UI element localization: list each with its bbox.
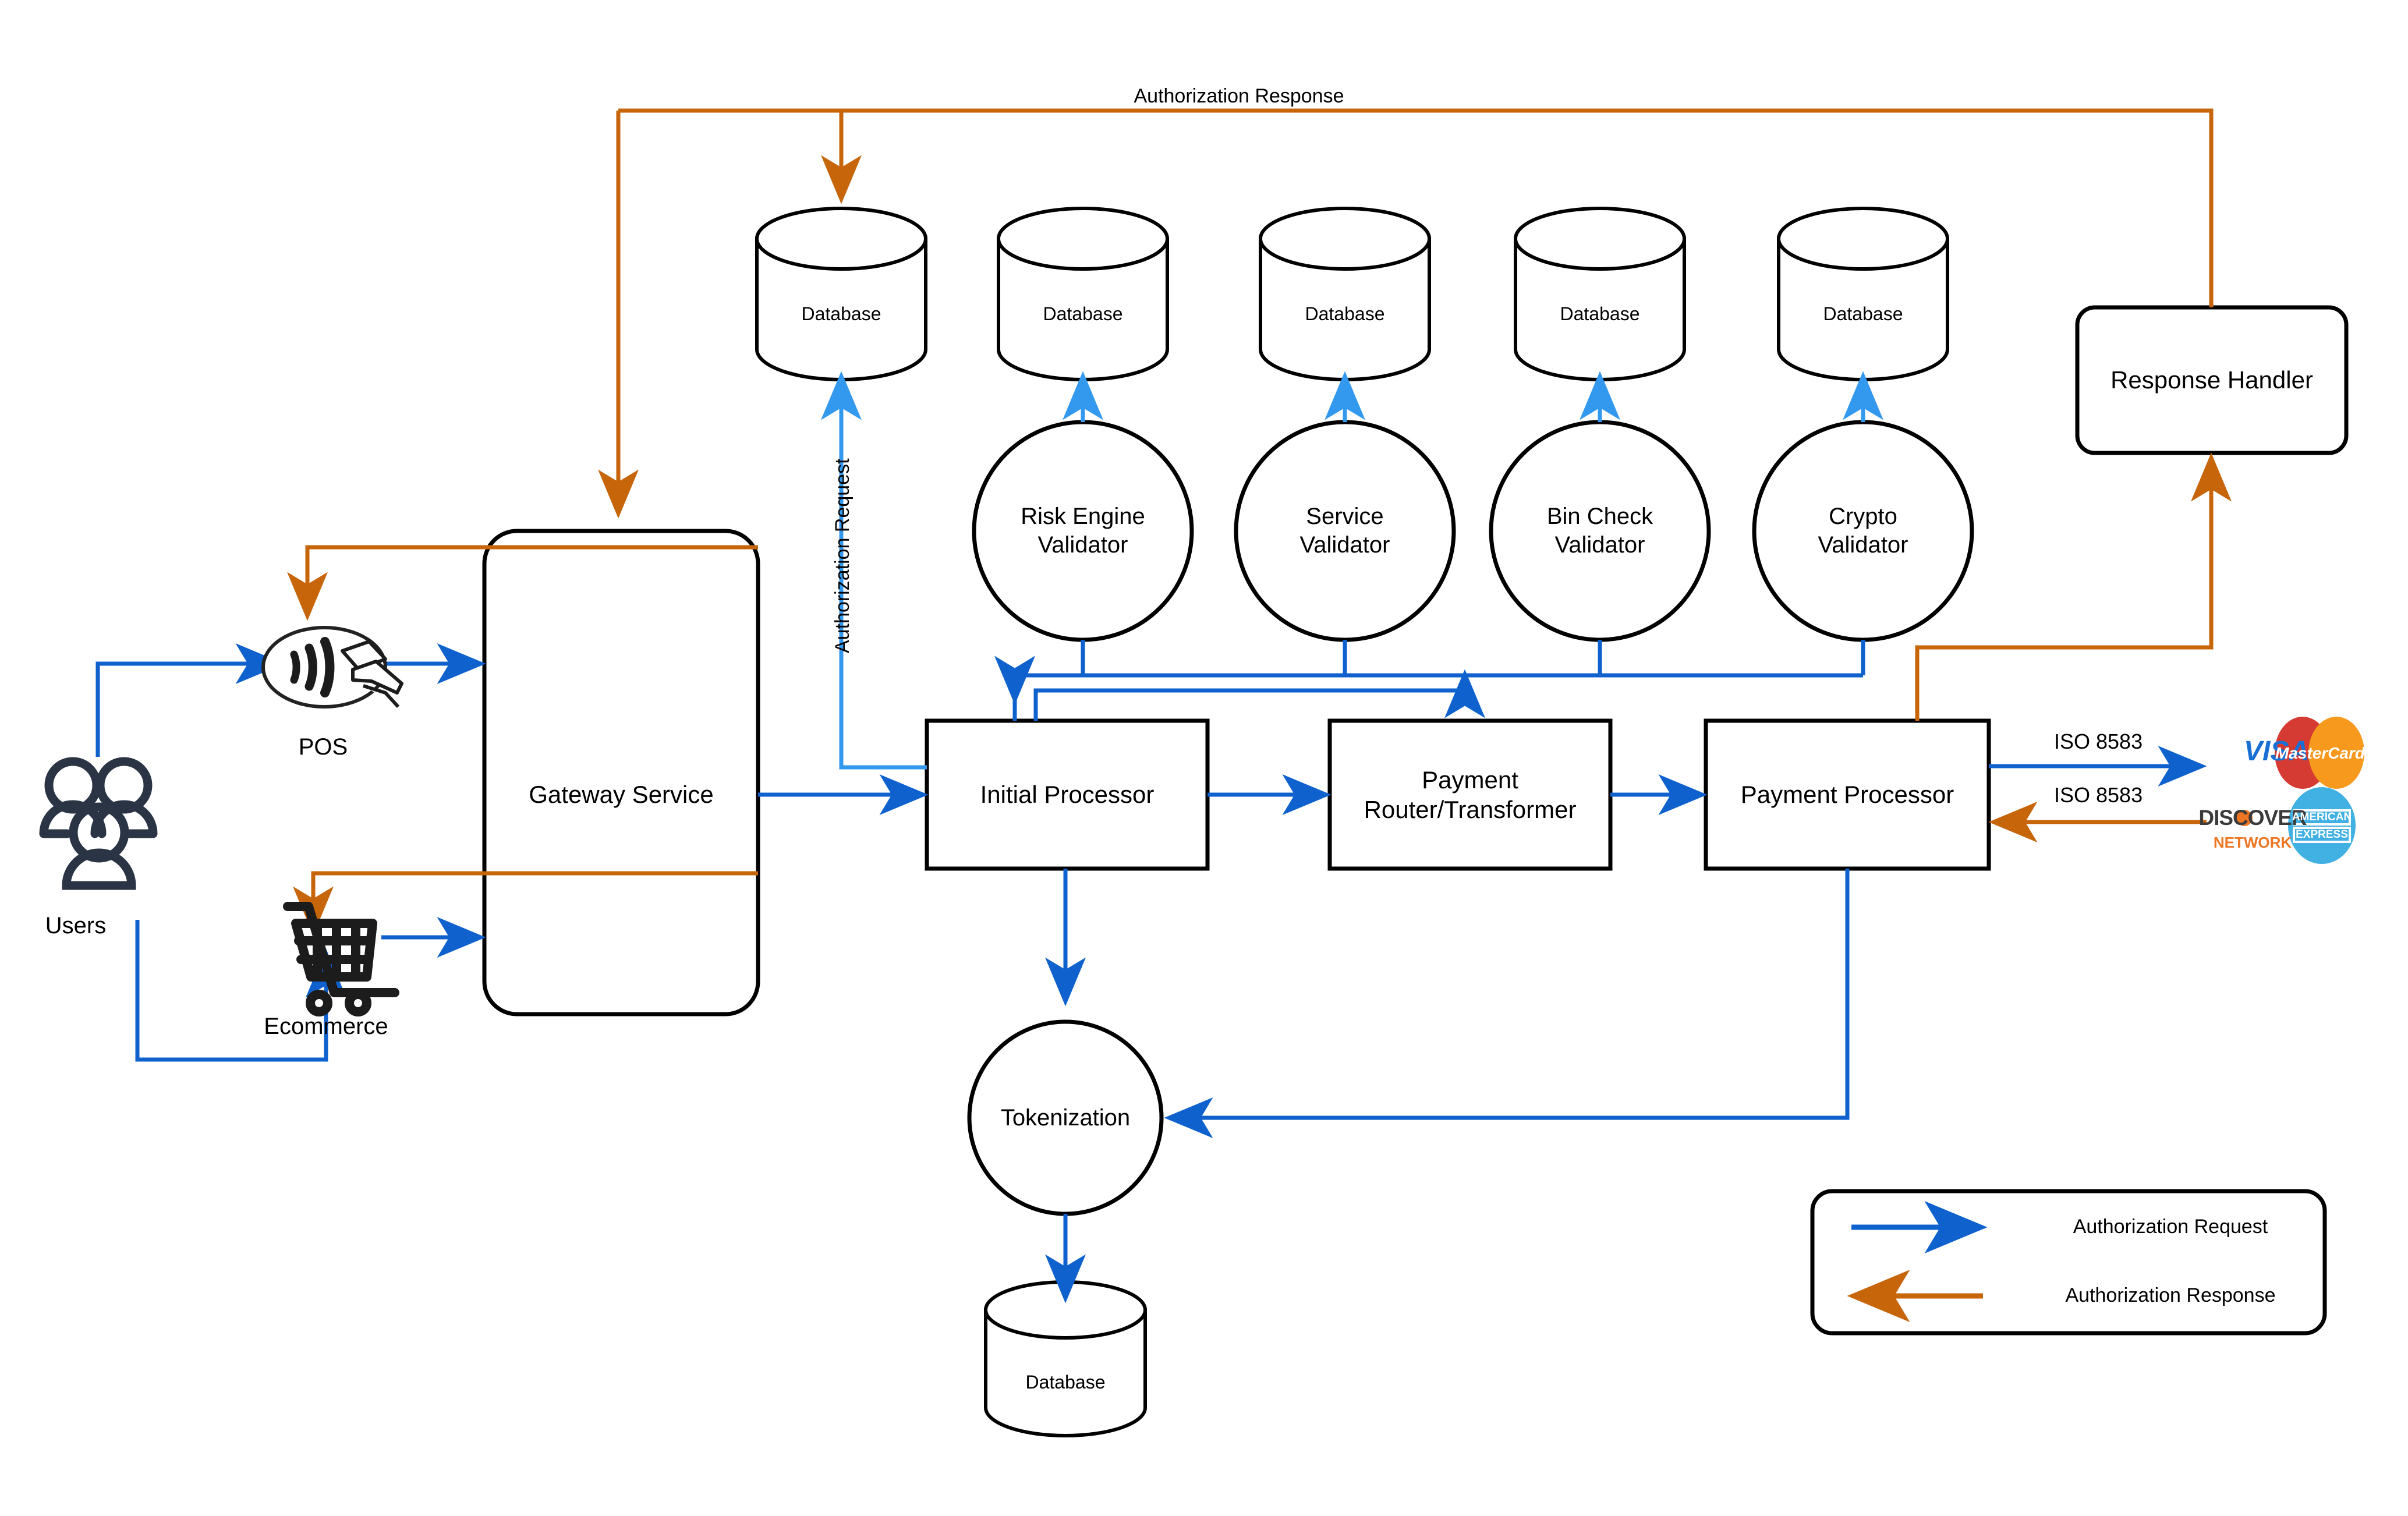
edge-gateway-to-pos-response — [287, 545, 758, 621]
crypto-database-shape — [1777, 207, 1949, 381]
top-authorization-response-label: Authorization Response — [1134, 85, 1344, 107]
contactless-payment-icon — [261, 626, 403, 709]
service-validator-shape — [1234, 420, 1456, 642]
risk-engine-validator-shape — [972, 420, 1194, 642]
iso-inbound-label: ISO 8583 — [2054, 783, 2143, 807]
payment-router-shape — [1327, 718, 1613, 871]
shopping-cart-icon — [283, 902, 399, 1016]
edge-payment-processor-to-tokenization — [1164, 869, 1850, 1138]
mastercard-logo — [2275, 717, 2364, 789]
edge-initial-processor-up-to-bus — [1033, 669, 1485, 721]
bin-check-database-shape — [1514, 207, 1686, 381]
discover-logo-dot — [2236, 810, 2253, 826]
edge-validator-bus-to-initial-processor — [1012, 640, 1865, 721]
initial-processor-shape — [925, 718, 1210, 871]
edge-users-to-pos — [95, 643, 285, 757]
vertical-authorization-request-label: Authorization Request — [831, 458, 854, 653]
edge-response-handler-to-top-bus — [618, 108, 2214, 307]
american-express-logo — [2288, 787, 2356, 864]
tokenization-database-shape — [984, 1280, 1147, 1437]
tokenization-shape — [967, 1019, 1164, 1216]
risk-engine-database-shape — [997, 207, 1169, 381]
edge-payment-processor-to-response-handler — [1915, 452, 2232, 721]
service-database-shape — [1259, 207, 1431, 381]
crypto-validator-shape — [1752, 420, 1974, 642]
iso-outbound-label: ISO 8583 — [2054, 729, 2143, 753]
response-handler-shape — [2075, 305, 2349, 455]
bin-check-validator-shape — [1489, 420, 1711, 642]
edge-initial-processor-to-gateway-database — [821, 371, 927, 770]
gateway-service-shape — [482, 529, 760, 1016]
payment-processor-shape — [1704, 718, 1991, 871]
legend-box — [1810, 1189, 2327, 1336]
gateway-database-shape — [755, 207, 927, 381]
users-group-icon — [39, 757, 158, 890]
